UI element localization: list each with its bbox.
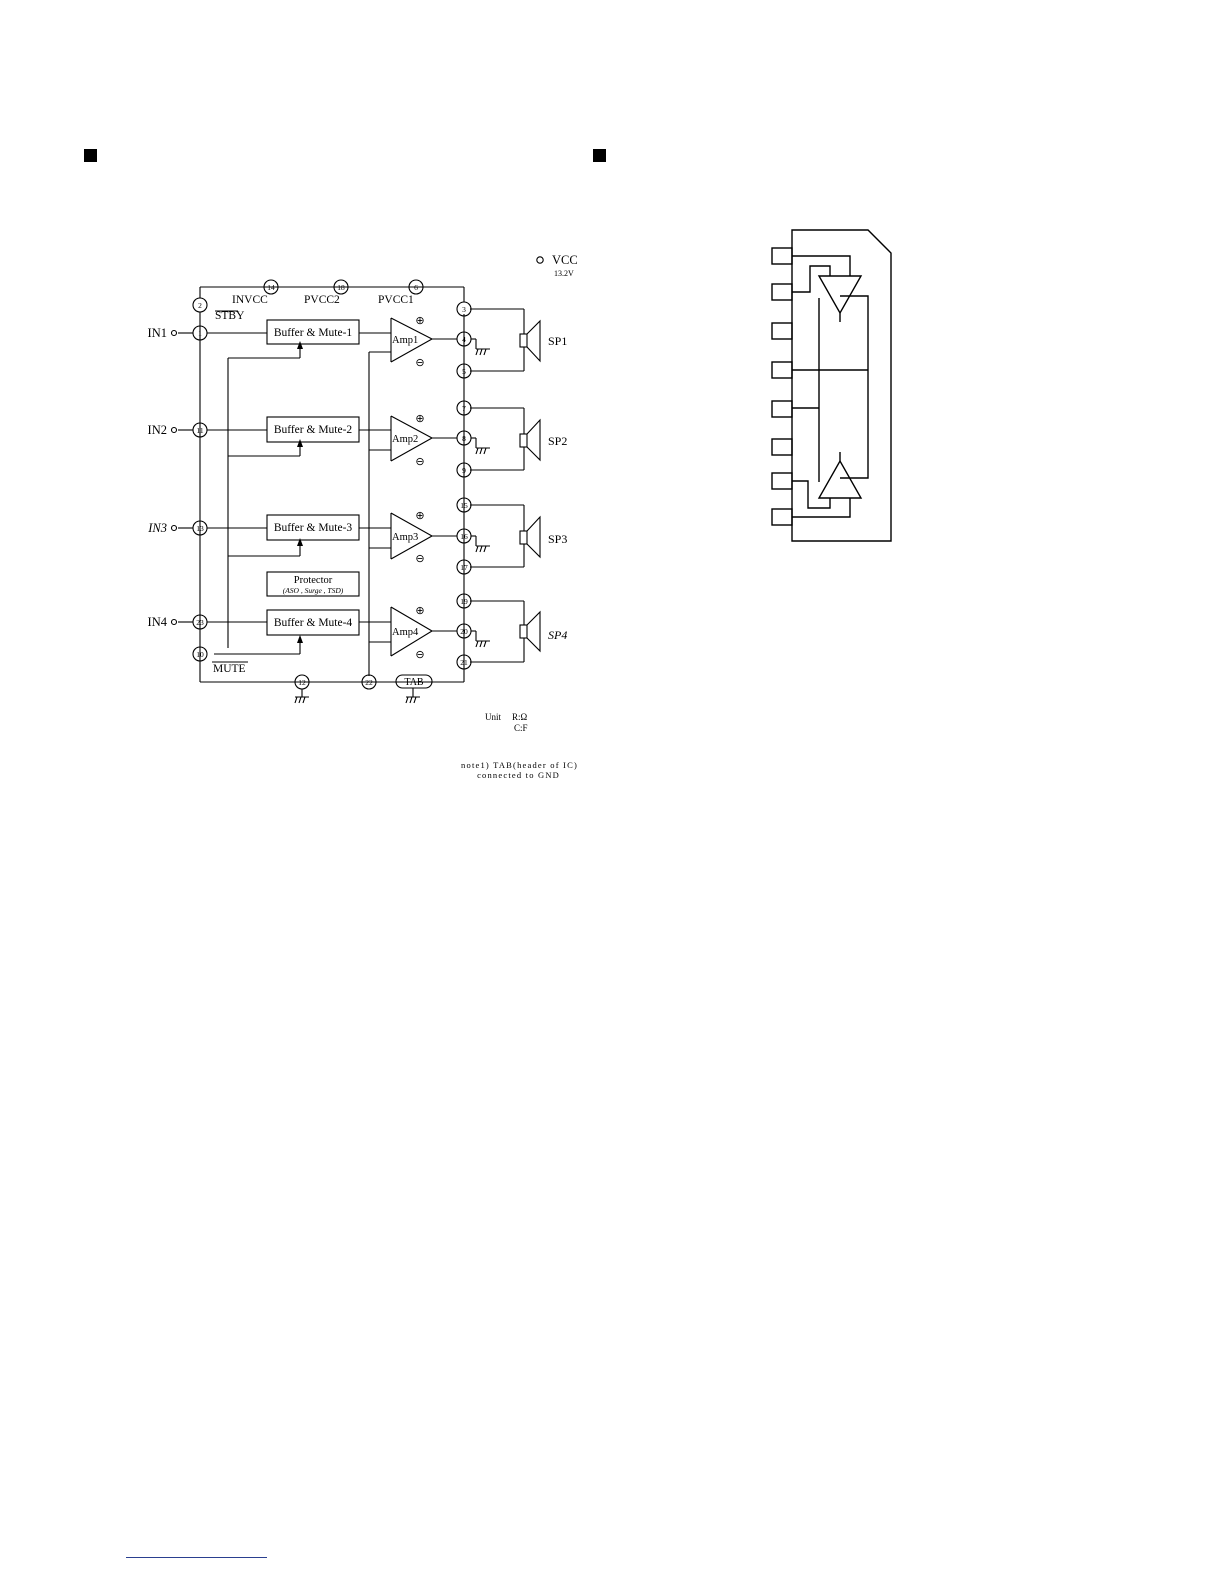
note-line-2: connected to GND bbox=[477, 770, 560, 780]
pin-number: 7 bbox=[462, 404, 466, 413]
pin-number: 4 bbox=[462, 335, 466, 344]
pin-number: 11 bbox=[196, 426, 203, 435]
minus-sign: ⊖ bbox=[415, 357, 424, 369]
speaker-label: SP1 bbox=[548, 334, 567, 348]
vcc-label: VCC bbox=[552, 253, 578, 267]
pin-number: 22 bbox=[365, 678, 373, 687]
pin-number: 13 bbox=[196, 524, 204, 533]
pin-number: 20 bbox=[460, 627, 468, 636]
unit-resistance: R:Ω bbox=[512, 712, 528, 722]
buffer-mute-block: Buffer & Mute-1 bbox=[274, 327, 353, 339]
pin-number: 19 bbox=[460, 597, 468, 606]
protector-title: Protector bbox=[294, 575, 333, 586]
buffer-mute-block: Buffer & Mute-3 bbox=[274, 522, 353, 534]
unit-capacitance: C:F bbox=[514, 723, 528, 733]
pin-number: 6 bbox=[414, 283, 418, 292]
plus-sign: ⊕ bbox=[415, 605, 424, 617]
amp-label: Amp2 bbox=[392, 434, 418, 445]
speaker-label: SP4 bbox=[548, 628, 567, 642]
buffer-mute-block: Buffer & Mute-4 bbox=[274, 617, 353, 629]
pin-number: 1 bbox=[198, 329, 202, 338]
pin-number: 3 bbox=[462, 305, 466, 314]
amp-label: Amp3 bbox=[392, 532, 418, 543]
pin-number: 21 bbox=[460, 658, 468, 667]
section-marker-left bbox=[84, 149, 97, 162]
pin-number: 23 bbox=[196, 618, 204, 627]
footer-rule bbox=[126, 1557, 267, 1558]
amp-label: Amp1 bbox=[392, 335, 418, 346]
input-label: IN2 bbox=[148, 423, 167, 437]
package-outline bbox=[771, 229, 892, 542]
note-line-1: note1) TAB(header of IC) bbox=[461, 760, 578, 770]
section-marker-right bbox=[593, 149, 606, 162]
speaker-label: SP2 bbox=[548, 434, 567, 448]
minus-sign: ⊖ bbox=[415, 456, 424, 468]
input-label: IN1 bbox=[148, 326, 167, 340]
plus-sign: ⊕ bbox=[415, 413, 424, 425]
input-label: IN4 bbox=[148, 615, 168, 629]
minus-sign: ⊖ bbox=[415, 649, 424, 661]
input-label: IN3 bbox=[147, 521, 167, 535]
pin-number: 9 bbox=[462, 466, 466, 475]
pin-number: 18 bbox=[337, 283, 345, 292]
pin-number: 10 bbox=[196, 650, 204, 659]
pin-number: 5 bbox=[462, 367, 466, 376]
pin-number: 2 bbox=[198, 301, 202, 310]
mute-label: MUTE bbox=[213, 663, 246, 675]
pvcc1-label: PVCC1 bbox=[378, 294, 414, 306]
pin-number: 15 bbox=[460, 501, 468, 510]
pin-number: 14 bbox=[267, 283, 275, 292]
stby-label: STBY bbox=[215, 310, 245, 322]
pin-number: 12 bbox=[298, 678, 306, 687]
protector-detail: (ASO , Surge , TSD) bbox=[283, 586, 344, 595]
buffer-mute-block: Buffer & Mute-2 bbox=[274, 424, 353, 436]
pvcc2-label: PVCC2 bbox=[304, 294, 340, 306]
speaker-label: SP3 bbox=[548, 532, 567, 546]
plus-sign: ⊕ bbox=[415, 315, 424, 327]
tab-label: TAB bbox=[404, 677, 424, 688]
vcc-value: 13.2V bbox=[554, 269, 574, 278]
minus-sign: ⊖ bbox=[415, 553, 424, 565]
pin-number: 17 bbox=[460, 563, 468, 572]
unit-label: Unit bbox=[485, 712, 502, 722]
plus-sign: ⊕ bbox=[415, 510, 424, 522]
pin-number: 8 bbox=[462, 434, 466, 443]
pin-number: 16 bbox=[460, 532, 468, 541]
invcc-label: INVCC bbox=[232, 294, 268, 306]
amp-label: Amp4 bbox=[392, 627, 419, 638]
